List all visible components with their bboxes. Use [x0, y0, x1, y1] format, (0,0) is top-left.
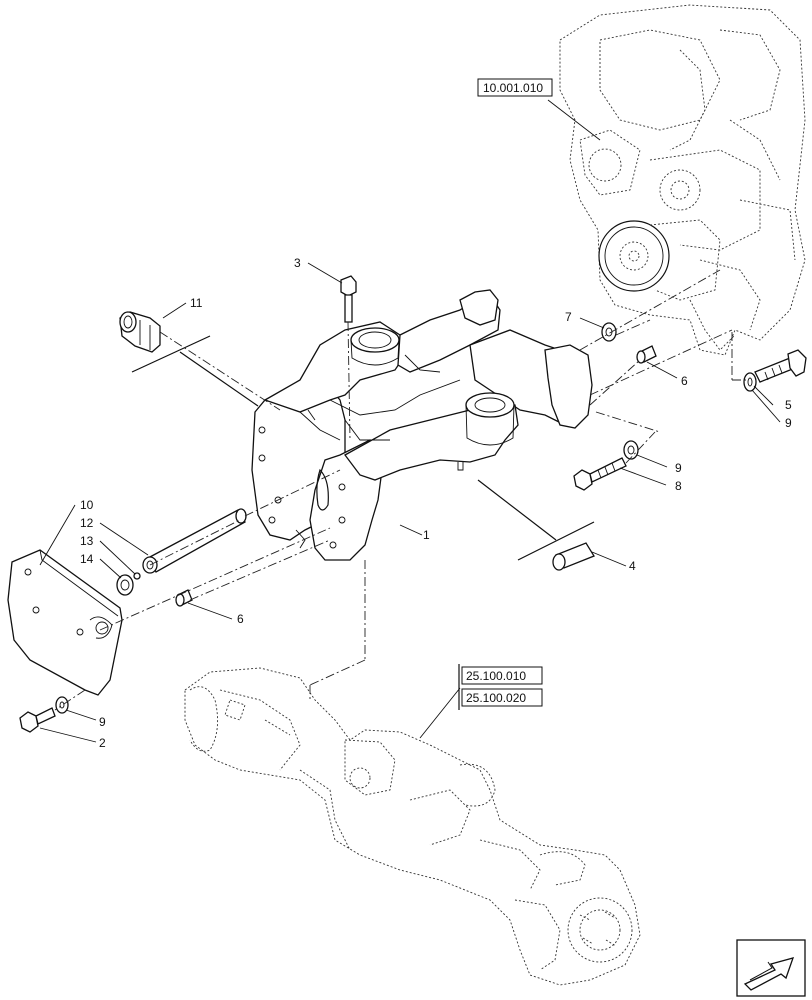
- callout-6-lower: 6: [237, 612, 244, 626]
- callout-14: 14: [80, 552, 94, 566]
- bolt-part-5: [754, 349, 807, 383]
- callout-8: 8: [675, 479, 682, 493]
- washer-part-7: [601, 322, 617, 342]
- front-axle-support-frame: [251, 289, 593, 561]
- callout-9-bottom: 9: [99, 715, 106, 729]
- engine-reference-drawing: [559, 4, 806, 356]
- bolt-part-2: [19, 707, 56, 733]
- bushing-part-4: [552, 542, 595, 571]
- bolt-part-8: [573, 457, 627, 491]
- bolt-part-3: [340, 275, 357, 323]
- callout-6-upper: 6: [681, 374, 688, 388]
- callout-numbers: 1 2 3 4 5 6 6 7 8 9 9 9 10 11 12 13 14: [80, 256, 792, 750]
- callout-5: 5: [785, 398, 792, 412]
- callout-3: 3: [294, 256, 301, 270]
- callout-9-middle: 9: [675, 461, 682, 475]
- explode-guide-bars: [131, 335, 595, 561]
- reference-engine-label: 10.001.010: [483, 81, 543, 95]
- reference-axle-group: 25.100.010 25.100.020: [458, 664, 543, 710]
- callout-4: 4: [629, 559, 636, 573]
- ball-part-13: [133, 572, 141, 580]
- dowel-part-6-upper: [636, 345, 657, 364]
- reference-axle-2-label[interactable]: 25.100.020: [466, 691, 526, 705]
- callout-9-right: 9: [785, 416, 792, 430]
- callout-2: 2: [99, 736, 106, 750]
- callout-7: 7: [565, 310, 572, 324]
- callout-10: 10: [80, 498, 94, 512]
- callout-1: 1: [423, 528, 430, 542]
- washer-part-9-bottom: [55, 696, 69, 714]
- washer-part-9-middle: [623, 440, 639, 460]
- cover-plate-part-10: [7, 549, 123, 696]
- washer-part-9-right: [743, 372, 757, 392]
- reference-engine[interactable]: 10.001.010: [477, 78, 553, 97]
- pin-part-12: [142, 508, 247, 574]
- assembly-center-lines: [54, 269, 748, 711]
- next-page-arrow-icon[interactable]: [736, 939, 806, 997]
- washer-part-14: [116, 574, 134, 596]
- callout-13: 13: [80, 534, 94, 548]
- callout-11: 11: [190, 296, 203, 310]
- reference-axle-1-label[interactable]: 25.100.010: [466, 669, 526, 683]
- front-axle-reference-drawing: [184, 667, 641, 986]
- callout-12: 12: [80, 516, 94, 530]
- fitting-part-11: [119, 311, 161, 353]
- callout-leader-lines: [39, 99, 781, 743]
